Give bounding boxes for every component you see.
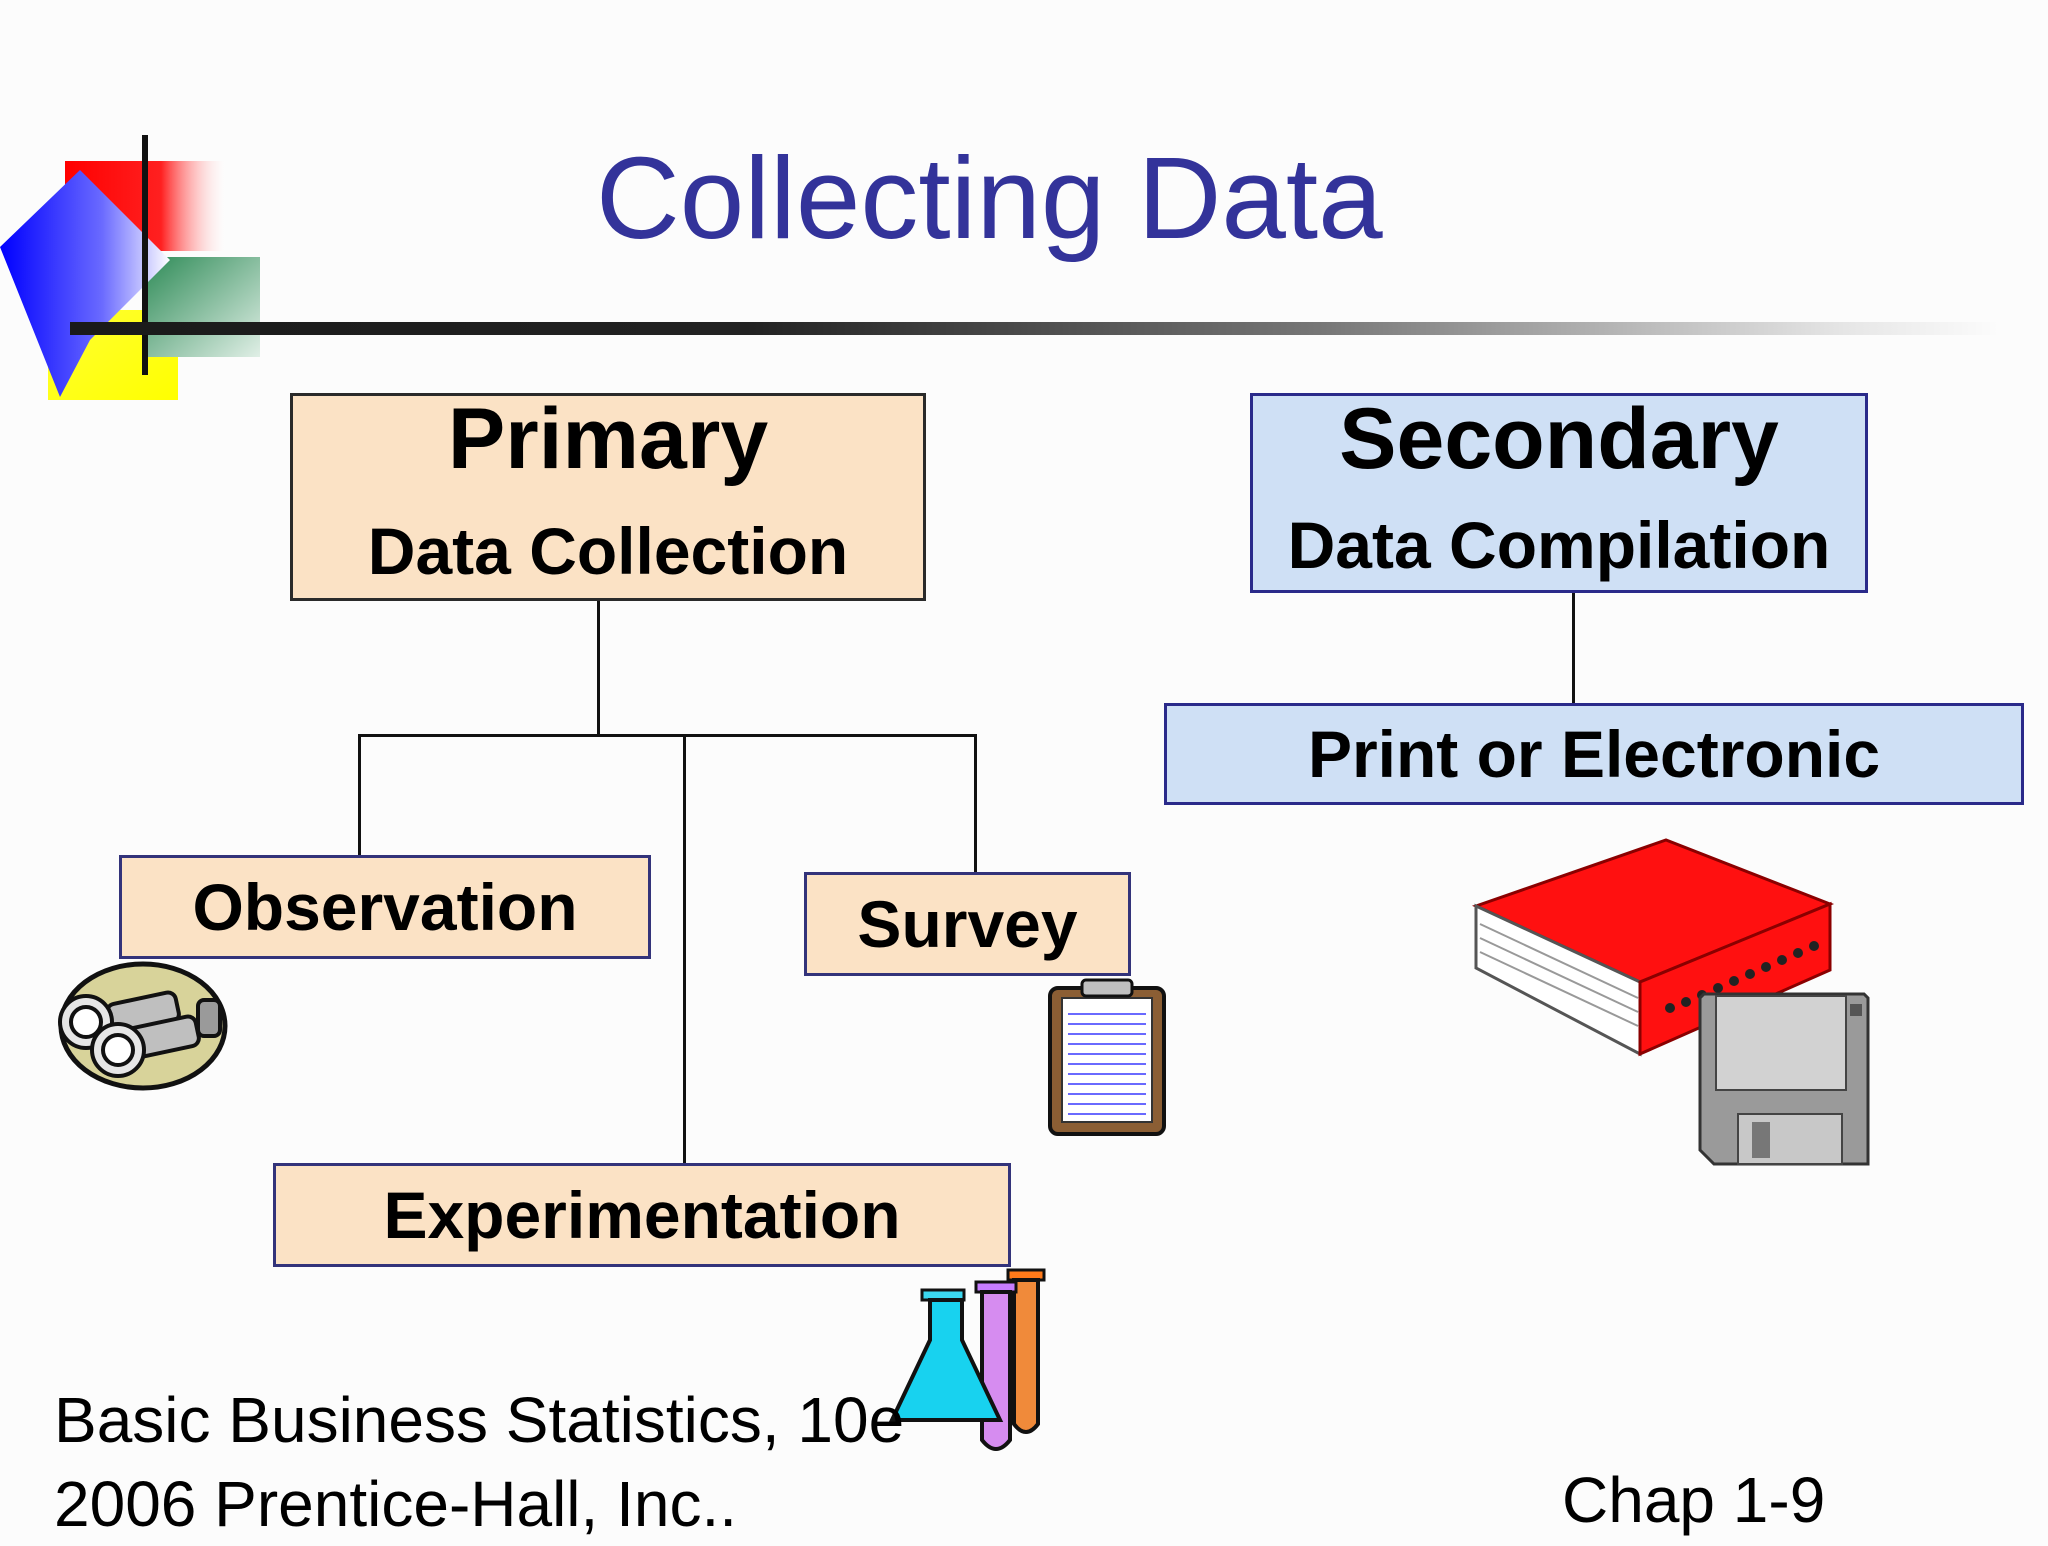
- binoculars-icon: [58, 961, 228, 1091]
- slide-title: Collecting Data: [596, 133, 1383, 263]
- observation-box: Observation: [119, 855, 651, 959]
- secondary-subheading: Data Compilation: [1287, 508, 1831, 582]
- clipboard-icon: [1048, 978, 1166, 1136]
- title-divider: [70, 322, 2000, 335]
- primary-box: Primary Data Collection: [290, 393, 926, 601]
- connector-line: [1572, 593, 1575, 703]
- print-or-electronic-box: Print or Electronic: [1164, 703, 2024, 805]
- footer-citation: Basic Business Statistics, 10e 2006 Pren…: [54, 1378, 904, 1546]
- footer-line-1: Basic Business Statistics, 10e: [54, 1384, 905, 1456]
- connector-line: [358, 734, 361, 855]
- connector-line: [597, 601, 600, 735]
- print-or-electronic-label: Print or Electronic: [1307, 717, 1881, 791]
- survey-box: Survey: [804, 872, 1131, 976]
- connector-line: [683, 734, 686, 1163]
- book-icon: [1472, 838, 1835, 1057]
- floppy-disk-icon: [1698, 992, 1870, 1166]
- footer-line-2: 2006 Prentice-Hall, Inc..: [54, 1468, 737, 1540]
- primary-heading: Primary: [447, 391, 769, 487]
- connector-line: [358, 734, 976, 737]
- experimentation-label: Experimentation: [383, 1178, 901, 1252]
- observation-label: Observation: [192, 870, 578, 944]
- survey-label: Survey: [857, 887, 1078, 961]
- chapter-label: Chap 1-9: [1562, 1464, 1826, 1536]
- secondary-box: Secondary Data Compilation: [1250, 393, 1868, 593]
- connector-line: [974, 734, 977, 872]
- experimentation-box: Experimentation: [273, 1163, 1011, 1267]
- test-tubes-icon: [888, 1268, 1046, 1451]
- logo-graphic: [0, 135, 260, 400]
- primary-subheading: Data Collection: [367, 514, 849, 588]
- secondary-heading: Secondary: [1339, 391, 1779, 487]
